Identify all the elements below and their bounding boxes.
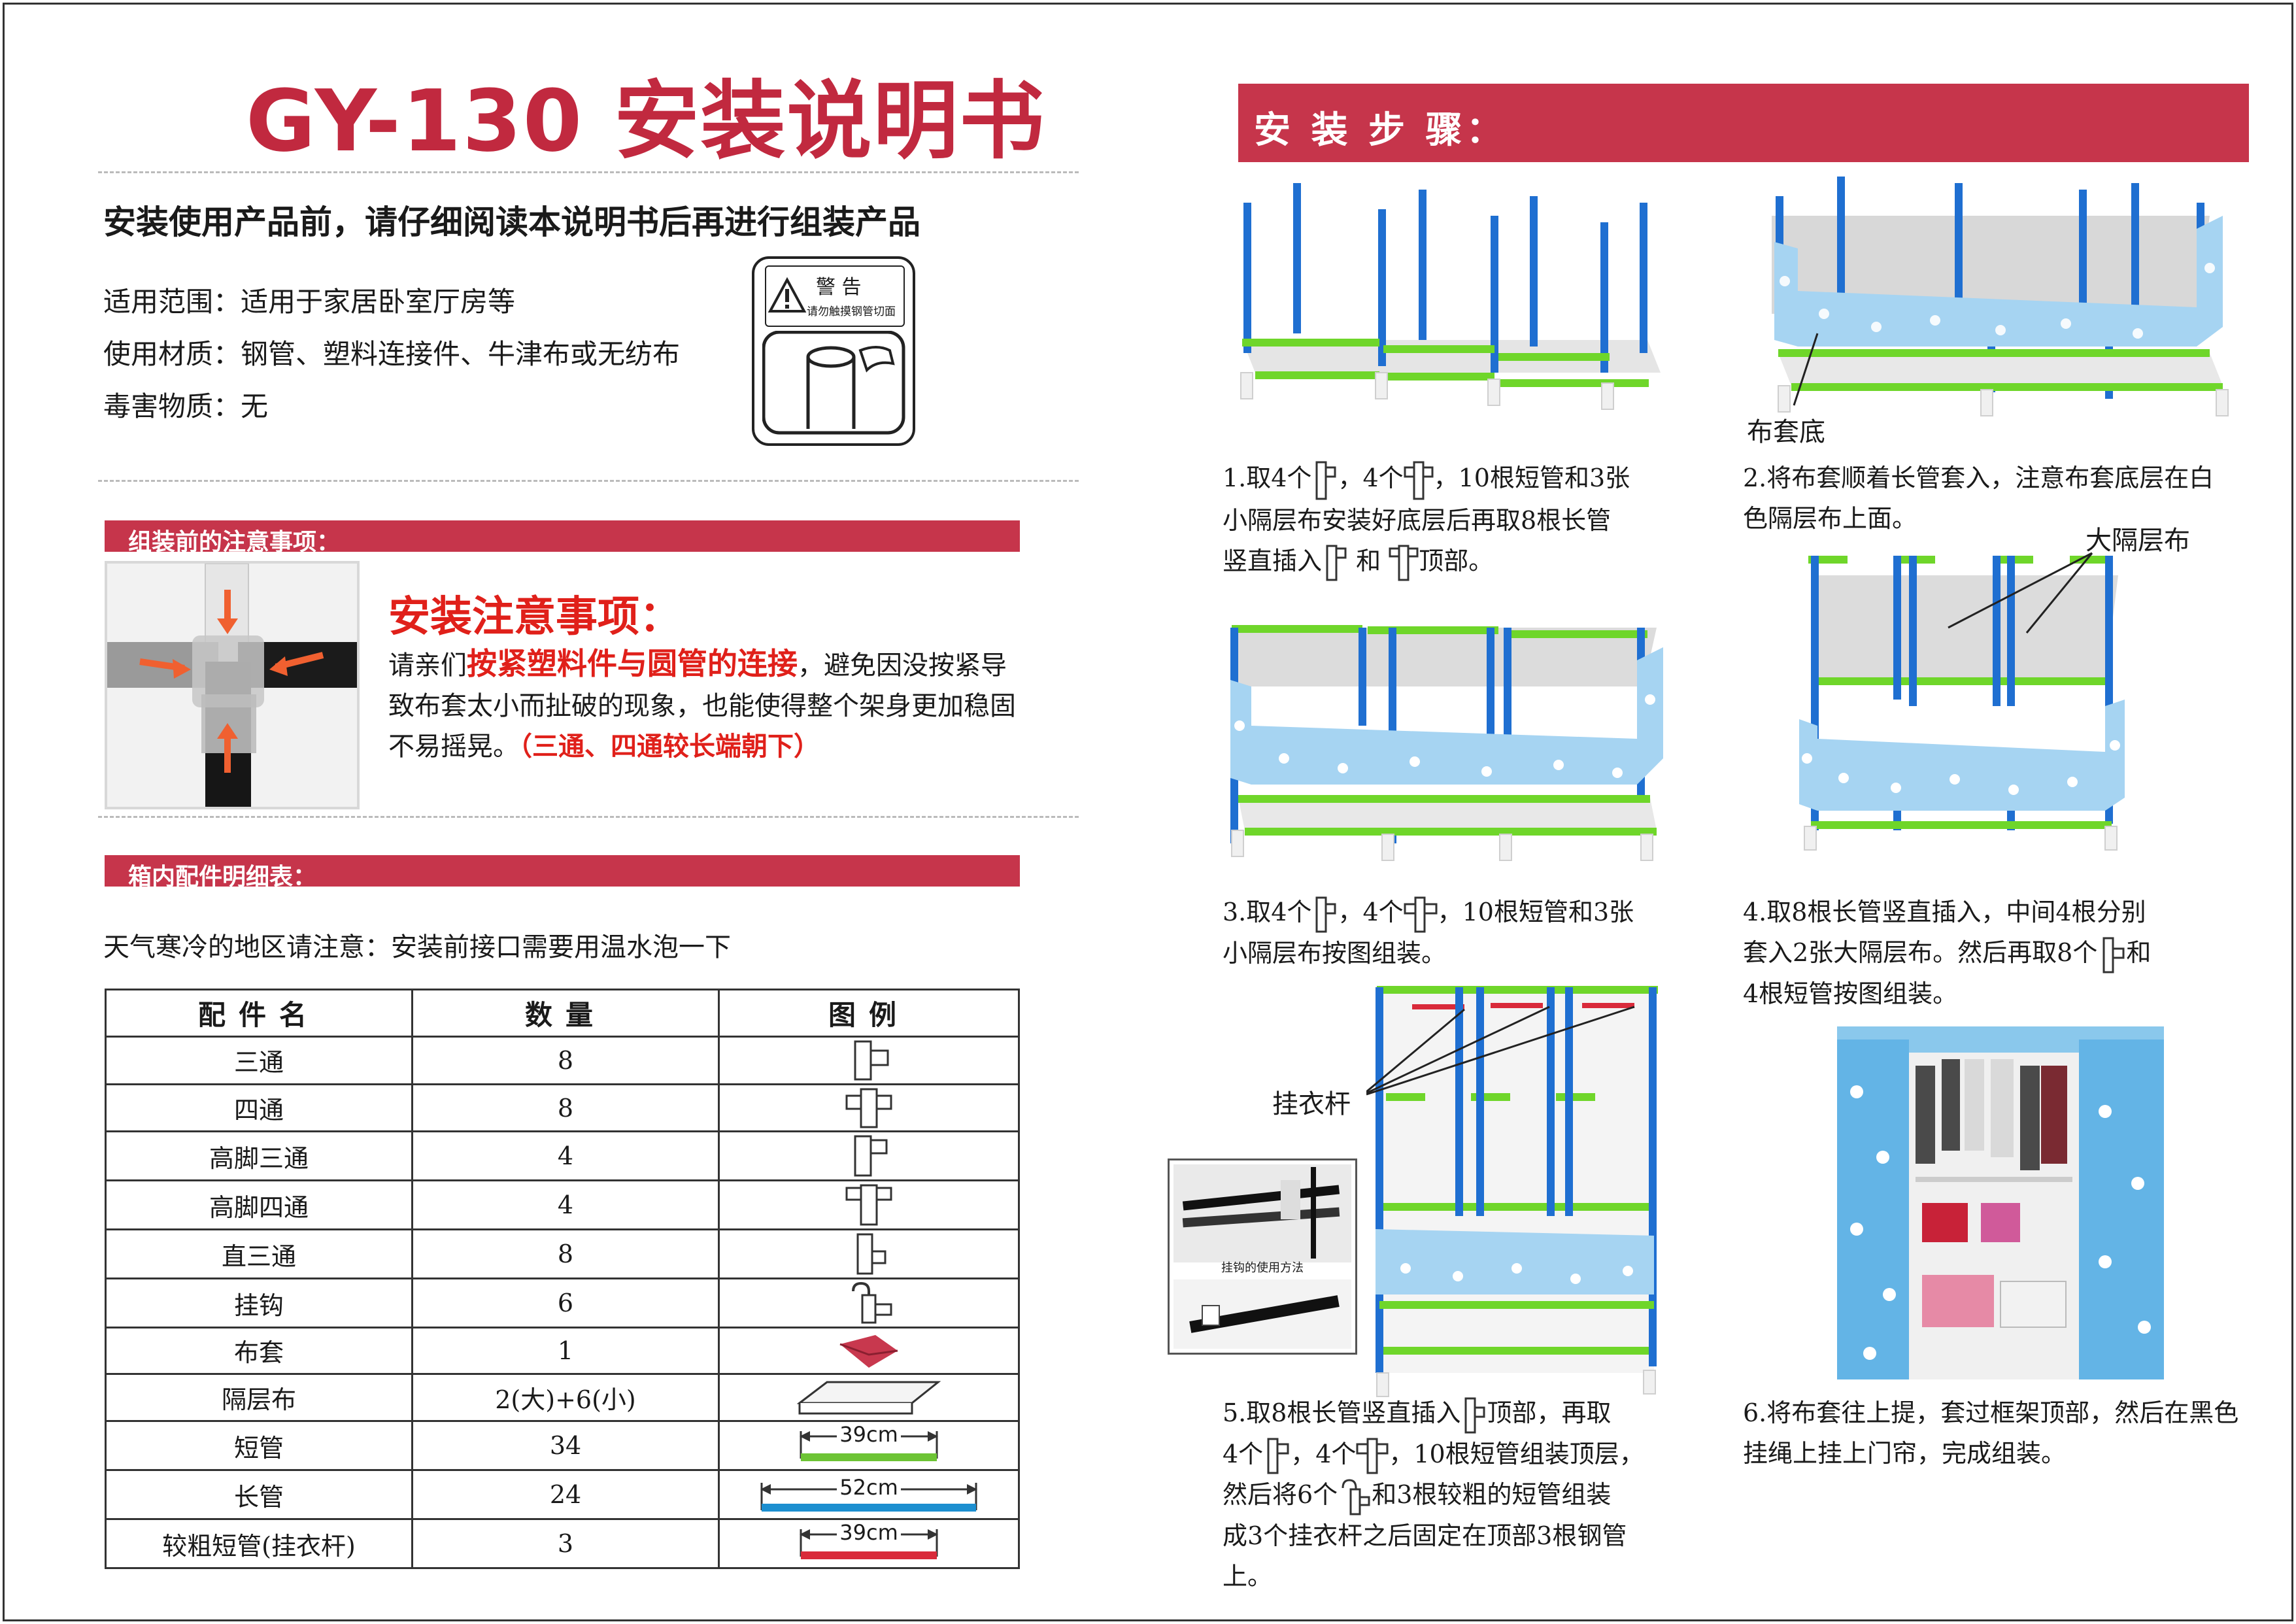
step5-caption: 5.取8根长管竖直插入顶部，再取 4个，4个，10根短管组装顶层， 然后将6个和… — [1223, 1393, 1719, 1597]
step6-caption: 6.将布套往上提，套过框架顶部，然后在黑色挂绳上挂上门帘，完成组装。 — [1743, 1398, 2239, 1468]
hook-usage-illustration — [1173, 1164, 1351, 1349]
cloth-cover-icon — [839, 1334, 898, 1368]
long-pipe-icon: 52cm — [758, 1474, 980, 1515]
four-way-connector-icon — [845, 1088, 892, 1128]
section-bar-parts: 箱内配件明细表： — [105, 855, 1020, 890]
label-bottom-cloth: 布套底 — [1747, 417, 1825, 447]
pipe-cut-icon — [762, 331, 905, 435]
high-four-way-connector-icon — [1389, 545, 1419, 581]
three-way-connector-icon — [1315, 461, 1336, 499]
spec-material: 使用材质：钢管、塑料连接件、牛津布或无纺布 — [103, 338, 681, 370]
divider — [98, 171, 1079, 173]
four-way-connector-icon — [1404, 461, 1434, 499]
table-header-row: 配件名 数量 图例 — [105, 989, 1020, 1038]
step2-illustration — [1772, 177, 2229, 416]
hook-icon — [1342, 1478, 1370, 1515]
steps-header-bar: 安 装 步 骤： — [1238, 84, 2249, 162]
notice-body: 请亲们按紧塑料件与圆管的连接，避免因没按紧导致布套太小而扯破的现象，也能使得整个… — [388, 643, 1016, 767]
straight-three-way-connector-icon — [856, 1233, 886, 1275]
spec-scope: 适用范围：适用于家居卧室厅房等 — [103, 286, 516, 318]
four-way-connector-icon — [1356, 1438, 1389, 1474]
connector-illustration — [107, 564, 357, 807]
short-pipe-icon: 39cm — [797, 1422, 941, 1466]
hook-usage-text: 挂钩的使用方法 — [1221, 1261, 1304, 1275]
hook-usage-photo: 挂钩的使用方法 — [1168, 1159, 1357, 1355]
divider — [98, 816, 1079, 818]
high-four-way-connector-icon — [845, 1184, 892, 1226]
step4-caption: 4.取8根长管竖直插入，中间4根分别 套入2张大隔层布。然后再取8个和 4根短管… — [1743, 898, 2152, 1008]
label-hanger-rod: 挂衣杆 — [1272, 1089, 1351, 1119]
warning-text: 请勿触摸钢管切面 — [807, 305, 896, 318]
step5-illustration — [1366, 986, 1658, 1397]
header-qty: 数量 — [411, 989, 720, 1038]
connector-photo — [105, 561, 360, 809]
four-way-connector-icon — [1404, 896, 1438, 932]
step3-illustration — [1230, 625, 1663, 861]
step3-caption: 3.取4个，4个，10根短管和3张 小隔层布按图组装。 — [1223, 892, 1719, 973]
warning-title: 警 告 — [816, 276, 862, 299]
hanger-rod-pipe-icon: 39cm — [797, 1520, 941, 1565]
label-big-shelf: 大隔层布 — [2085, 526, 2190, 556]
warning-label: 警 告 请勿触摸钢管切面 — [752, 256, 915, 446]
notice-part1: 请亲们 — [388, 651, 467, 681]
notice-paren: （三通、四通较长端朝下） — [519, 732, 820, 762]
step4-illustration — [1799, 552, 2125, 851]
step1-caption: 1.取4个，4个，10根短管和3张 小隔层布安装好底层后再取8根长管 竖直插入 … — [1223, 458, 1719, 581]
table-row: 较粗短管(挂衣杆)3 39cm — [105, 1518, 1020, 1569]
high-three-way-connector-icon — [1326, 545, 1347, 581]
step6-photo — [1837, 1026, 2164, 1379]
notice-part2: ，避免因没按紧导致布套太小而扯破的现象，也能使得整个架身更加稳固不易摇晃。 — [388, 651, 1016, 762]
three-way-connector-icon — [1315, 896, 1336, 932]
cold-note: 天气寒冷的地区请注意：安装前接口需要用温水泡一下 — [103, 932, 731, 962]
spec-toxicity: 毒害物质：无 — [103, 390, 269, 422]
header-icon: 图例 — [718, 989, 1020, 1038]
page-border — [3, 3, 2293, 1621]
notice-title: 安装注意事项： — [388, 593, 681, 641]
section-bar-pre-assembly: 组装前的注意事项： — [105, 520, 1020, 556]
short-pipe-length: 39cm — [837, 1422, 901, 1447]
lead-text: 安装使用产品前，请仔细阅读本说明书后再进行组装产品 — [103, 203, 920, 241]
three-way-connector-icon — [854, 1040, 889, 1081]
high-three-way-connector-icon — [854, 1135, 888, 1177]
page-title: GY-130 安装说明书 — [246, 71, 1046, 171]
header-name: 配件名 — [105, 989, 413, 1038]
hook-icon — [852, 1282, 892, 1324]
long-pipe-length: 52cm — [837, 1475, 901, 1500]
step1-illustration — [1240, 183, 1661, 410]
three-way-connector-icon — [1267, 1438, 1289, 1474]
divider — [98, 480, 1079, 482]
notice-highlight: 按紧塑料件与圆管的连接 — [467, 646, 798, 681]
straight-three-way-connector-icon — [2102, 937, 2125, 973]
shelf-cloth-icon — [797, 1381, 941, 1415]
hanger-rod-length: 39cm — [837, 1520, 901, 1546]
step2-caption: 2.将布套顺着长管套入，注意布套底层在白色隔层布上面。 — [1743, 464, 2214, 533]
warning-triangle-icon — [768, 277, 807, 313]
straight-three-way-connector-icon — [1464, 1397, 1485, 1433]
